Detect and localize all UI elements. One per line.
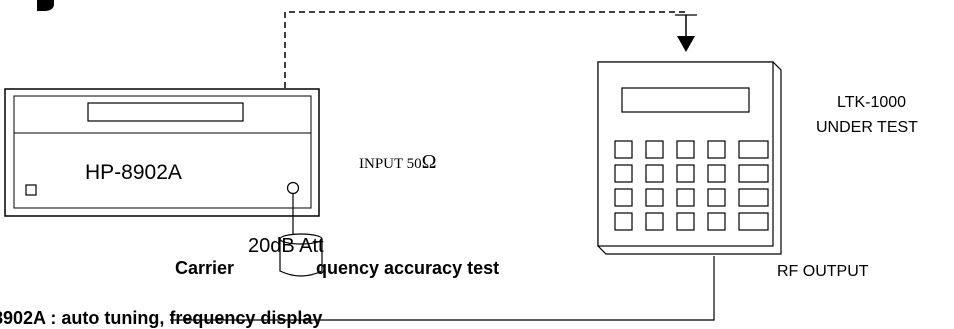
keypad-button [645, 188, 664, 207]
ltk-1000-unit [597, 61, 782, 255]
keypad-button [614, 212, 633, 231]
keypad-button [645, 140, 664, 159]
caption-title-left: Carrier [175, 258, 234, 278]
rf-output-cable [170, 256, 715, 321]
keypad-button [676, 140, 695, 159]
attenuator-label: 20dB Att [248, 235, 324, 257]
keypad-button [707, 164, 726, 183]
input-connector [286, 181, 300, 195]
arrow-head [677, 36, 695, 52]
keypad-button [707, 212, 726, 231]
hp-8902a-instrument: HP-8902A [4, 88, 320, 217]
keypad-button [614, 164, 633, 183]
caption-title-right: quency accuracy test [316, 258, 499, 278]
attenuator-top [279, 233, 323, 245]
unit-display-window [621, 87, 750, 113]
attenuator-body [279, 239, 323, 277]
keypad-button [645, 212, 664, 231]
ohm-symbol: Ω [422, 151, 437, 173]
dashed-control-line [284, 11, 688, 88]
under-test-label: UNDER TEST [816, 119, 918, 136]
keypad-button [614, 140, 633, 159]
keypad-button [738, 212, 769, 231]
rf-output-label: RF OUTPUT [777, 263, 869, 280]
keypad-button [738, 188, 769, 207]
power-switch [25, 184, 37, 196]
ltk-model-label: LTK-1000 [837, 94, 906, 111]
keypad-button [645, 164, 664, 183]
cropped-heading-fragment [37, 0, 54, 11]
keypad [614, 140, 769, 231]
keypad-button [614, 188, 633, 207]
input-impedance-label: INPUT 50Ω [359, 151, 437, 173]
keypad-button [738, 164, 769, 183]
attenuator-20db [279, 233, 323, 277]
keypad-button [676, 164, 695, 183]
keypad-button [676, 188, 695, 207]
keypad-button [707, 188, 726, 207]
input-label-text: INPUT 50 [359, 156, 422, 172]
instrument-label: HP-8902A [85, 161, 182, 184]
keypad-button [738, 140, 769, 159]
setup-note: 8902A : auto tuning, frequency display [0, 308, 322, 328]
instrument-display-window [87, 102, 244, 122]
keypad-button [676, 212, 695, 231]
keypad-button [707, 140, 726, 159]
